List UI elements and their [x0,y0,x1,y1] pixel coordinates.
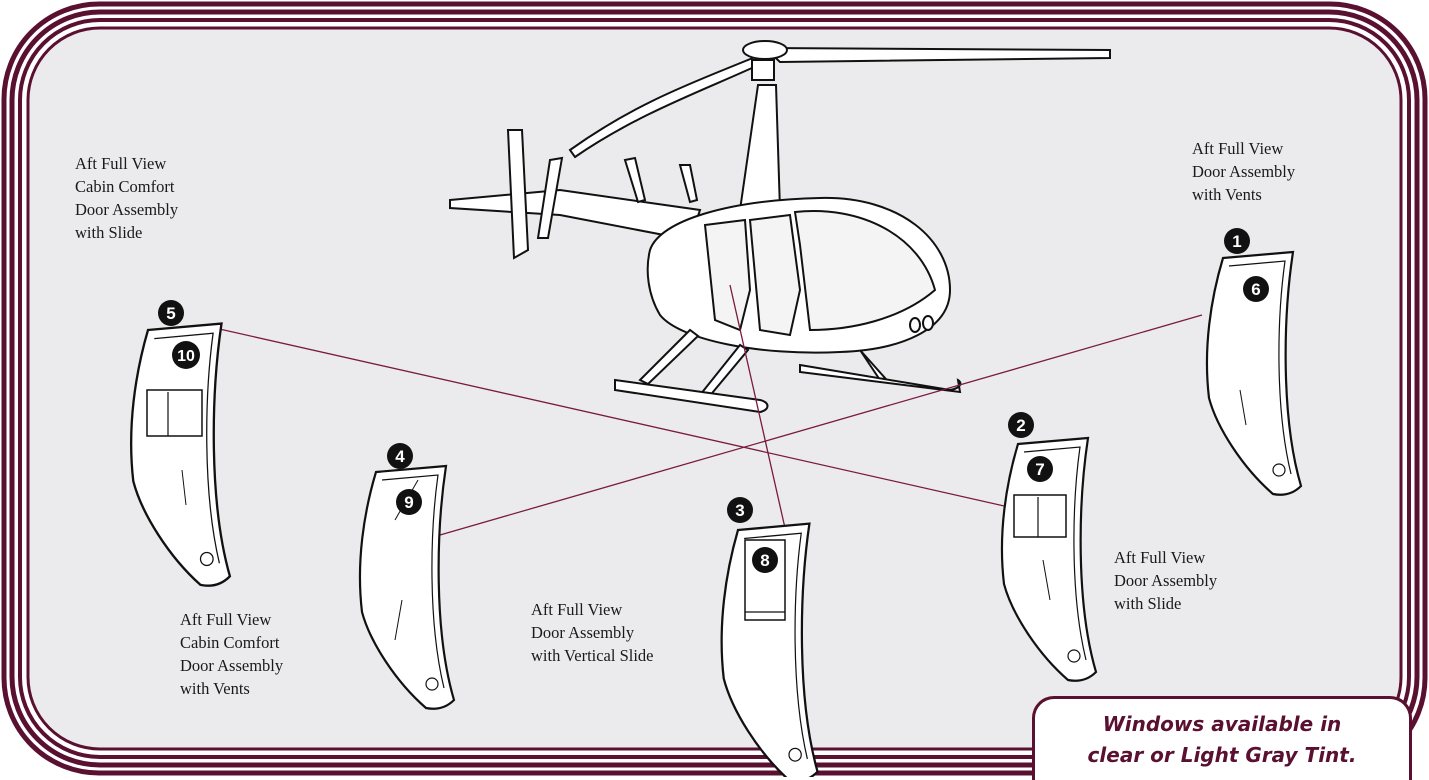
tint-note-box: Windows available in clear or Light Gray… [1032,696,1412,780]
callout-4: 4 [387,443,413,469]
callout-3: 3 [727,497,753,523]
tint-note-line-2: clear or Light Gray Tint. [1035,740,1409,771]
svg-text:3: 3 [735,501,744,520]
label-door-vents: Aft Full View Door Assembly with Vents [1192,137,1295,206]
svg-text:6: 6 [1251,280,1260,299]
callout-7: 7 [1027,456,1053,482]
svg-text:2: 2 [1016,416,1025,435]
label-vertical-slide: Aft Full View Door Assembly with Vertica… [531,598,654,667]
svg-text:1: 1 [1232,232,1241,251]
callout-5: 5 [158,300,184,326]
callout-2: 2 [1008,412,1034,438]
svg-text:10: 10 [177,348,195,365]
callout-10: 10 [172,341,200,369]
callout-6: 6 [1243,276,1269,302]
svg-text:9: 9 [404,493,413,512]
callout-1: 1 [1224,228,1250,254]
svg-text:8: 8 [760,551,769,570]
svg-text:7: 7 [1035,460,1044,479]
label-cabin-comfort-slide: Aft Full View Cabin Comfort Door Assembl… [75,152,178,244]
callout-9: 9 [396,489,422,515]
label-cabin-comfort-vents: Aft Full View Cabin Comfort Door Assembl… [180,608,283,700]
svg-text:4: 4 [395,447,405,466]
svg-text:5: 5 [166,304,175,323]
callout-8: 8 [752,547,778,573]
tint-note-line-1: Windows available in [1035,709,1409,740]
label-door-slide: Aft Full View Door Assembly with Slide [1114,546,1217,615]
